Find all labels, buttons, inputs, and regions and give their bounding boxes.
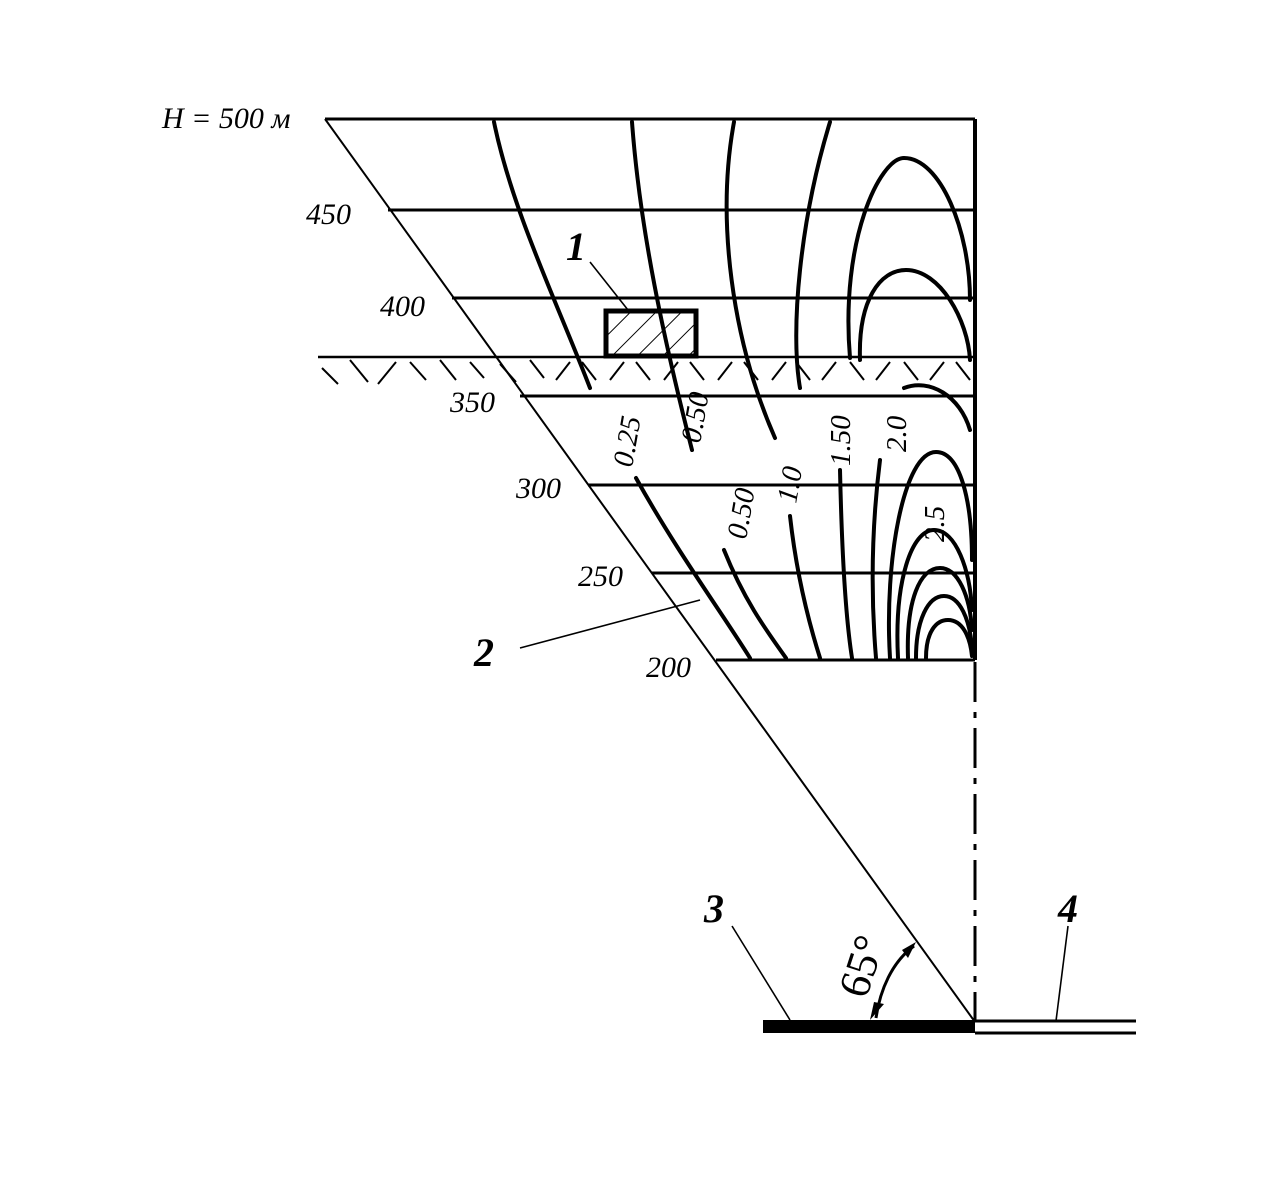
isoline-ring-3 xyxy=(905,565,974,660)
displacement-boundary-line xyxy=(324,118,976,1023)
isoline-0.25-upper xyxy=(492,120,592,390)
angle-arrow-bottom xyxy=(870,1002,884,1020)
isoline-label-2.5: 2.5 xyxy=(919,506,951,542)
depth-label-400: 400 xyxy=(380,290,425,323)
isoline-label-2.0: 2.0 xyxy=(881,415,913,452)
isoline-1.50-lower xyxy=(838,468,854,660)
isoline-2.5-upper xyxy=(902,383,972,432)
callout-2: 2 xyxy=(473,630,494,675)
isoline-label-0.25: 0.25 xyxy=(607,414,647,470)
isoline-0.50-lower xyxy=(722,548,788,660)
callout-3: 3 xyxy=(703,886,724,931)
isoline-0.25-lower xyxy=(634,476,752,660)
isoline-ring-4 xyxy=(914,593,974,660)
ground-surface xyxy=(318,355,975,385)
isoline-label-0.50-b: 0.50 xyxy=(675,389,715,445)
isoline-2.0-upper-inner xyxy=(857,267,972,362)
building xyxy=(603,308,699,359)
callout-numbers: 1 2 3 4 xyxy=(473,224,1078,931)
angle-label: 65° xyxy=(829,929,895,1003)
isoline-ring-5 xyxy=(924,617,974,660)
isoline-label-1.0: 1.0 xyxy=(771,463,809,505)
depth-label-500: H = 500 м xyxy=(161,102,291,135)
isolines xyxy=(492,120,974,660)
excavation-base xyxy=(763,1020,975,1033)
isoline-2.5-lower-b xyxy=(895,527,974,660)
callout-leaders xyxy=(519,261,1069,1022)
isoline-2.5-lower-outer xyxy=(886,449,974,660)
depth-label-350: 350 xyxy=(449,386,495,419)
depth-label-250: 250 xyxy=(578,560,623,593)
isoline-label-1.50: 1.50 xyxy=(825,415,857,466)
angle-arrow-top xyxy=(902,942,916,958)
depth-level-lines xyxy=(325,117,975,662)
isoline-2.0-lower xyxy=(870,458,882,660)
adjacent-workings xyxy=(975,1019,1136,1035)
callout-4: 4 xyxy=(1057,886,1078,931)
callout-1: 1 xyxy=(566,224,586,269)
leader-1 xyxy=(589,261,629,311)
leader-4 xyxy=(1055,925,1069,1022)
isoline-1.0-upper xyxy=(724,120,777,440)
isoline-1.0-lower xyxy=(788,514,822,660)
leader-2 xyxy=(519,599,701,649)
depth-label-200: 200 xyxy=(646,651,691,684)
depth-labels: H = 500 м 450 400 350 300 250 200 xyxy=(161,102,691,684)
leader-3 xyxy=(731,925,791,1021)
isoline-1.50-upper xyxy=(794,120,832,390)
depth-label-300: 300 xyxy=(515,472,561,505)
isoline-0.50-upper xyxy=(630,120,694,452)
depth-label-450: 450 xyxy=(306,198,351,231)
isoline-label-0.50-a: 0.50 xyxy=(721,485,761,541)
isoline-2.0-upper-outer xyxy=(846,155,972,360)
isoline-labels: 0.25 0.50 0.50 1.0 1.50 2.0 2.5 xyxy=(607,389,951,542)
